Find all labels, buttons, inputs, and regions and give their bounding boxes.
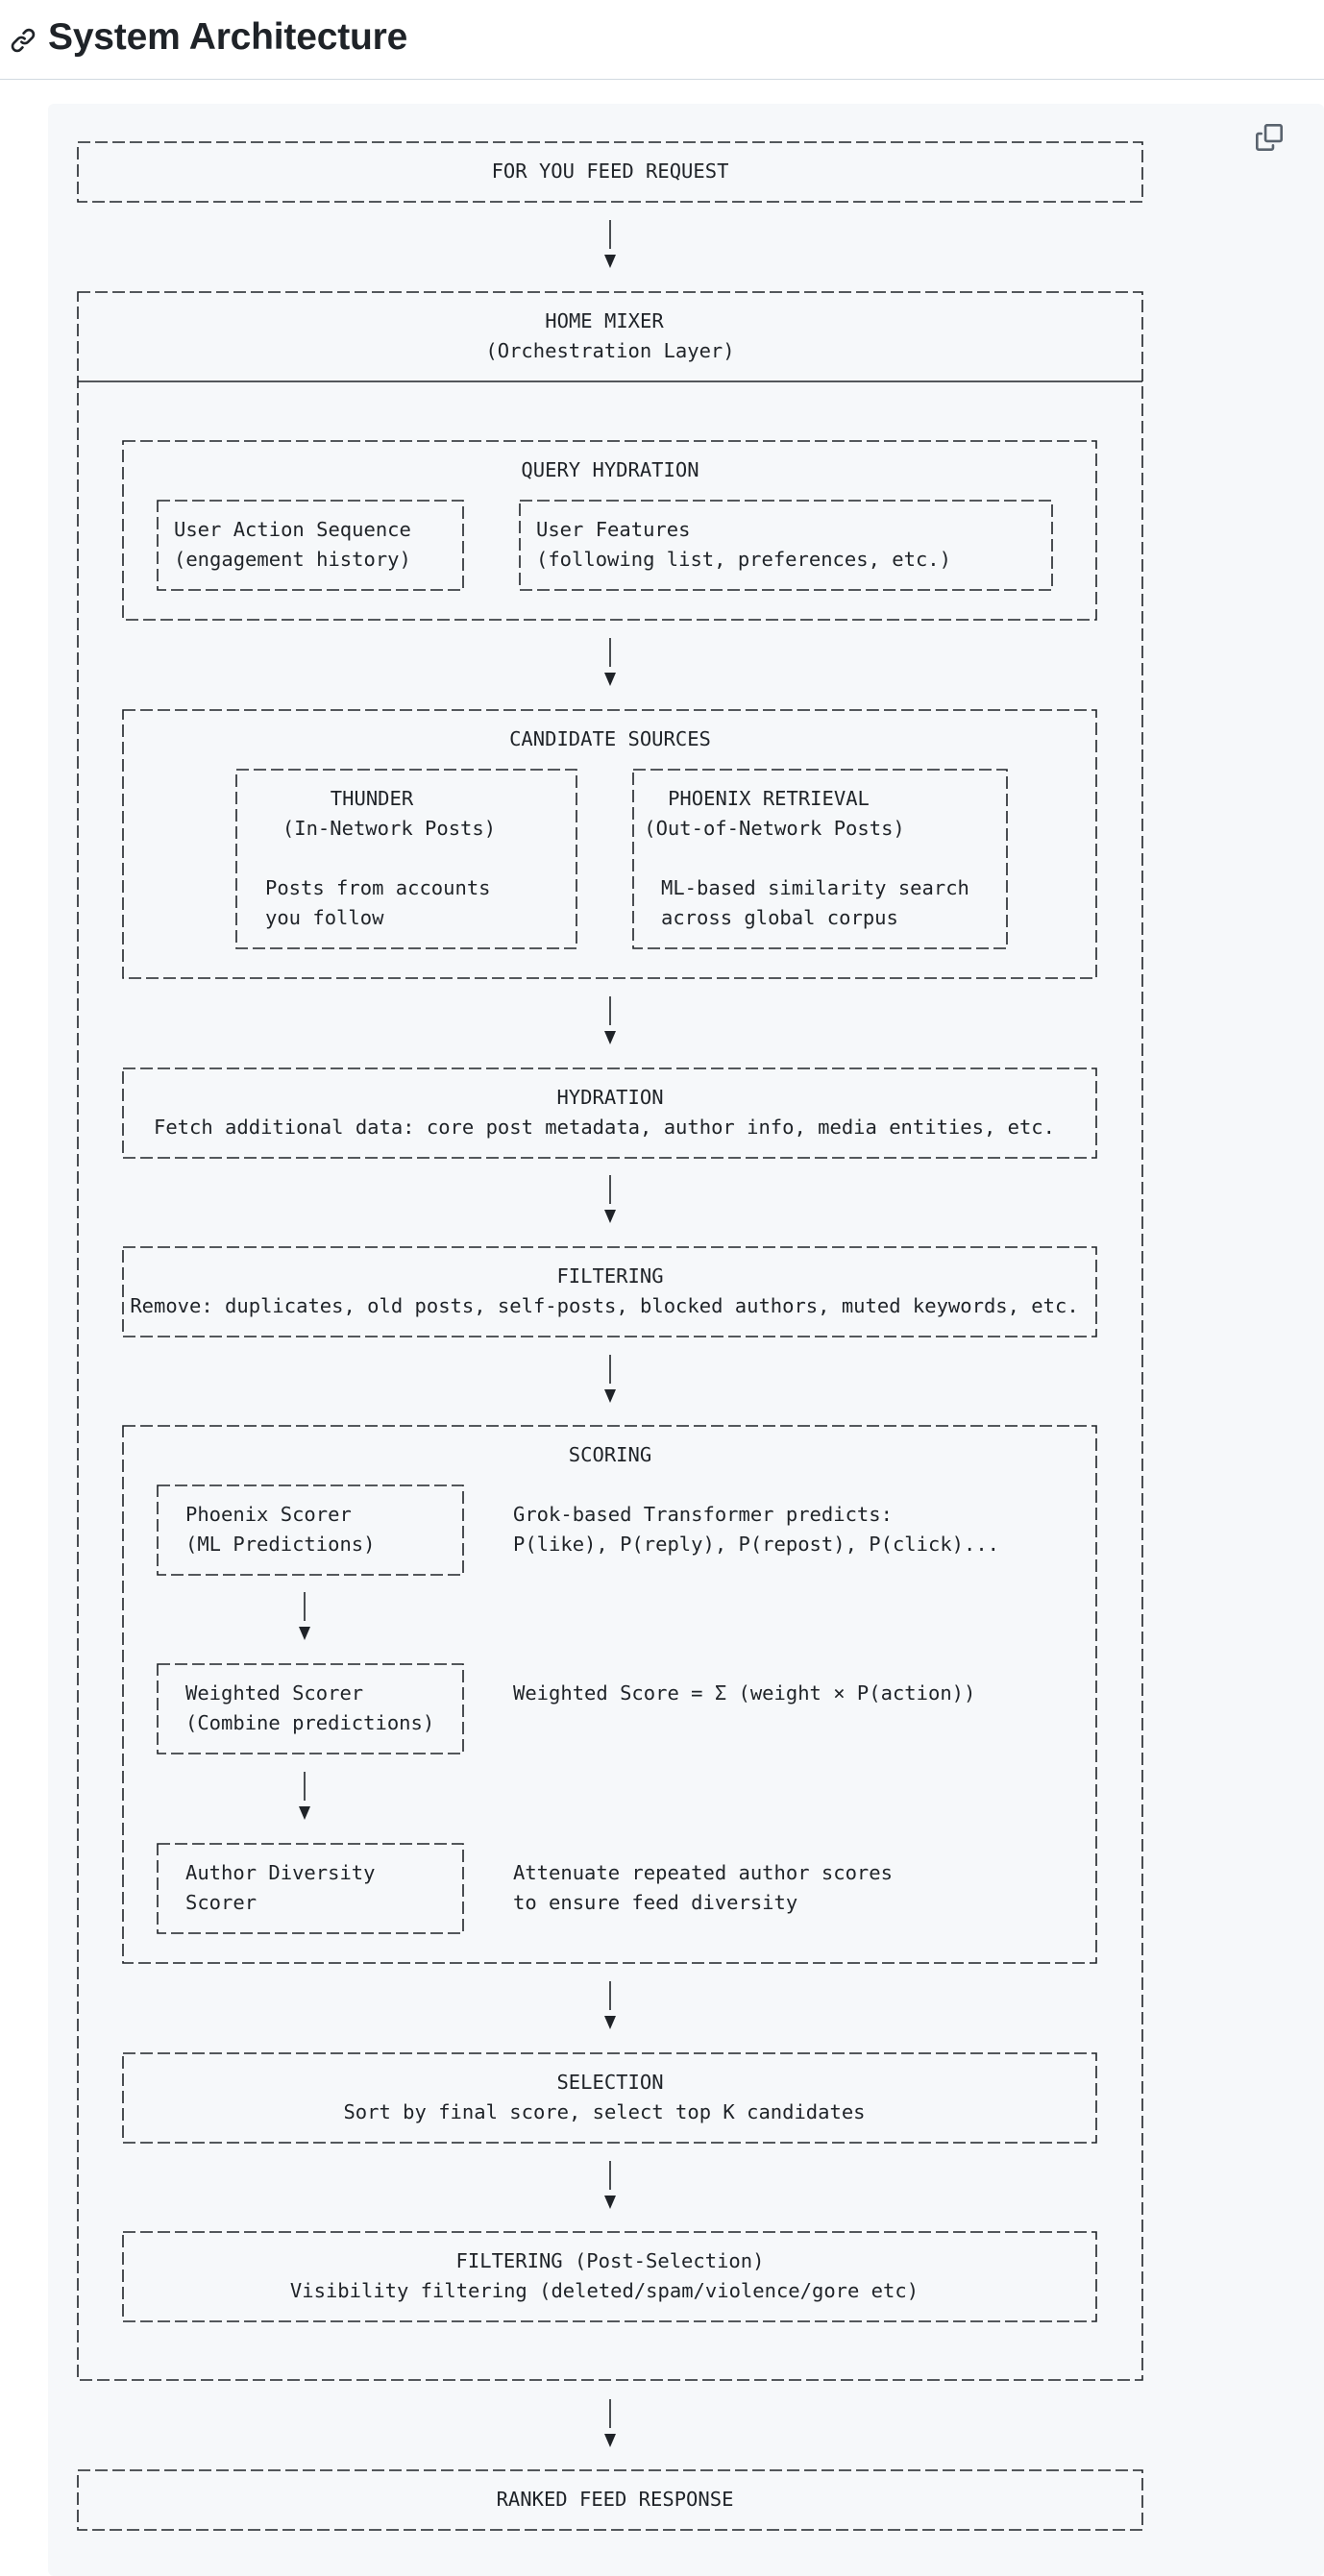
copy-icon <box>1256 124 1283 151</box>
section-heading: System Architecture <box>0 0 1324 80</box>
link-icon[interactable] <box>10 27 37 54</box>
page-title: System Architecture <box>48 16 408 58</box>
code-block <box>48 104 1324 2576</box>
copy-button[interactable] <box>1248 116 1290 159</box>
